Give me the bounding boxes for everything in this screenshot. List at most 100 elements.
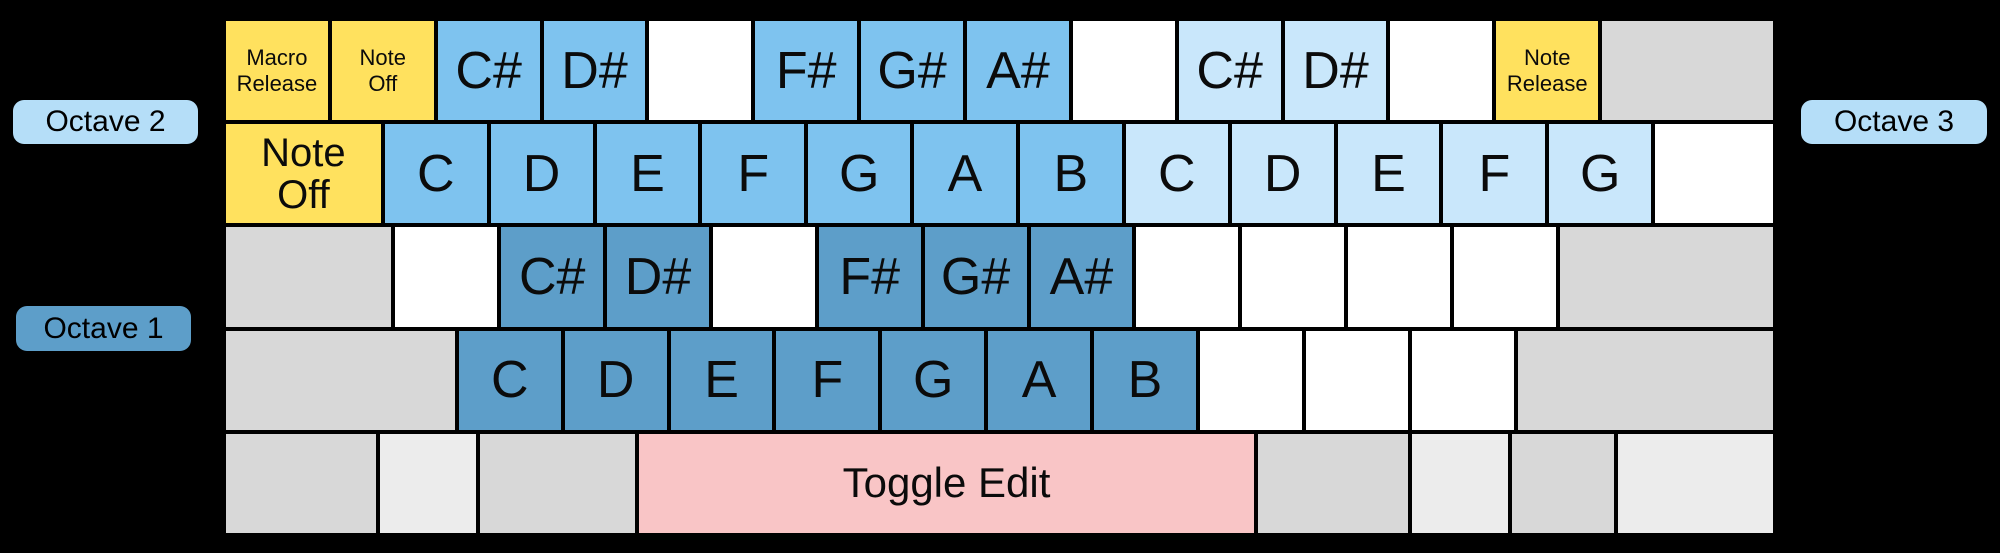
blank-key-cell (1240, 225, 1347, 329)
key-e-oct1[interactable]: E (668, 328, 775, 432)
key-label: A# (986, 41, 1050, 100)
key-f-oct2[interactable]: F (700, 122, 807, 226)
key-f-sharp-oct2[interactable]: F# (753, 19, 860, 123)
blank-key-cell (1451, 225, 1558, 329)
blank-key-cell (1409, 328, 1516, 432)
key-e-oct2[interactable]: E (594, 122, 701, 226)
spacer-cell (1409, 431, 1511, 536)
spacer-cell (1256, 431, 1410, 536)
key-label: A (947, 144, 983, 203)
key-label: Note Off (359, 45, 407, 96)
key-label: A (1021, 351, 1057, 410)
key-a-oct2[interactable]: A (912, 122, 1018, 226)
key-label: F (1478, 144, 1511, 203)
key-label: D# (1302, 41, 1369, 100)
key-a-oct1[interactable]: A (986, 328, 1093, 432)
blank-key-cell (1346, 225, 1452, 329)
key-c-oct1[interactable]: C (456, 328, 563, 432)
key-d-oct3[interactable]: D (1229, 122, 1336, 226)
key-label: B (1053, 144, 1089, 203)
key-c-oct3[interactable]: C (1123, 122, 1230, 226)
key-label: D (596, 351, 635, 410)
key-label: G (838, 144, 880, 203)
key-label: G (1579, 144, 1621, 203)
key-b-oct1[interactable]: B (1092, 328, 1198, 432)
octave-2-3-sharps-row: Macro Release Note Off C# D# F# G# A# C# D# Note … (224, 19, 1775, 123)
key-f-oct1[interactable]: F (774, 328, 881, 432)
octave-2-badge: Octave 2 (13, 100, 198, 144)
key-label: C (1157, 144, 1196, 203)
spacer-cell (1510, 431, 1617, 536)
key-d-oct1[interactable]: D (562, 328, 669, 432)
spacer-cell (224, 431, 378, 536)
key-label: C# (455, 41, 522, 100)
key-label: Toggle Edit (842, 459, 1051, 507)
key-toggle-edit[interactable]: Toggle Edit (636, 431, 1257, 536)
key-label: G (913, 351, 954, 410)
key-label: C# (518, 248, 586, 306)
key-label: D (1263, 144, 1302, 203)
key-label: D (522, 144, 561, 203)
key-d-sharp-oct3[interactable]: D# (1282, 19, 1389, 123)
key-label: G# (940, 248, 1011, 306)
key-label: B (1127, 351, 1163, 410)
key-g-oct3[interactable]: G (1547, 122, 1654, 226)
key-note-release[interactable]: Note Release (1494, 19, 1601, 123)
key-label: Note Release (1506, 45, 1588, 96)
bottom-function-row-row: Toggle Edit (224, 431, 1775, 536)
key-label: F (737, 144, 770, 203)
octave-1-sharps-row: C# D# F# G# A# (224, 225, 1775, 329)
blank-key-cell (1388, 19, 1495, 123)
key-label: Macro Release (236, 45, 318, 96)
spacer-cell (1600, 19, 1775, 123)
key-g-oct1[interactable]: G (880, 328, 987, 432)
blank-key-cell (647, 19, 754, 123)
key-label: E (704, 351, 739, 410)
key-c-sharp-oct3[interactable]: C# (1176, 19, 1283, 123)
key-label: C (491, 351, 529, 410)
spacer-cell (1616, 431, 1775, 536)
key-label: Note Off (261, 130, 346, 217)
blank-key-cell (710, 225, 817, 329)
spacer-cell (377, 431, 479, 536)
spacer-cell (1515, 328, 1775, 432)
key-d-sharp-oct1[interactable]: D# (605, 225, 711, 329)
blank-key-cell (1653, 122, 1775, 226)
key-f-sharp-oct1[interactable]: F# (816, 225, 923, 329)
key-label: F# (775, 41, 837, 100)
key-label: F# (839, 248, 901, 306)
key-c-sharp-oct2[interactable]: C# (435, 19, 542, 123)
key-label: G# (877, 41, 947, 100)
key-note-off[interactable]: Note Off (224, 122, 383, 226)
key-d-oct2[interactable]: D (488, 122, 595, 226)
key-d-sharp-oct2[interactable]: D# (541, 19, 648, 123)
spacer-cell (1557, 225, 1775, 329)
key-g-oct2[interactable]: G (806, 122, 913, 226)
key-label: D# (561, 41, 628, 100)
blank-key-cell (1197, 328, 1304, 432)
key-c-sharp-oct1[interactable]: C# (499, 225, 606, 329)
key-label: F (811, 351, 844, 410)
key-macro-release[interactable]: Macro Release (224, 19, 330, 123)
key-g-sharp-oct1[interactable]: G# (922, 225, 1029, 329)
blank-key-cell (1303, 328, 1410, 432)
spacer-cell (224, 225, 394, 329)
key-label: D# (624, 248, 692, 306)
blank-key-cell (1134, 225, 1241, 329)
key-f-oct3[interactable]: F (1441, 122, 1548, 226)
key-a-sharp-oct1[interactable]: A# (1028, 225, 1135, 329)
key-label: C# (1196, 41, 1263, 100)
key-c-oct2[interactable]: C (382, 122, 489, 226)
octave-1-badge: Octave 1 (16, 306, 191, 351)
key-g-sharp-oct2[interactable]: G# (859, 19, 966, 123)
key-note-off-top[interactable]: Note Off (329, 19, 436, 123)
blank-key-cell (393, 225, 500, 329)
key-b-oct2[interactable]: B (1017, 122, 1124, 226)
key-e-oct3[interactable]: E (1335, 122, 1442, 226)
key-a-sharp-oct2[interactable]: A# (965, 19, 1071, 123)
spacer-cell (224, 328, 457, 432)
